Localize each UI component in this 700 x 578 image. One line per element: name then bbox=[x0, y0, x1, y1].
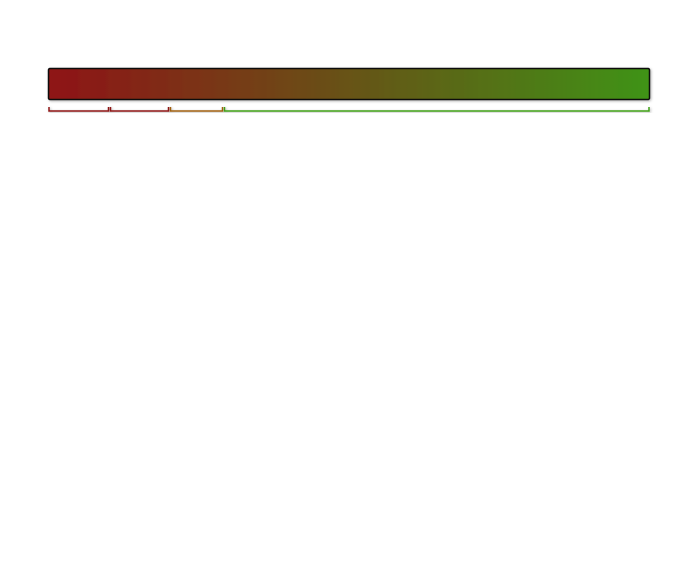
segment-bracket bbox=[48, 107, 110, 112]
segment-bracket bbox=[109, 107, 170, 112]
gradient-bar bbox=[47, 67, 651, 101]
segment-bracket bbox=[223, 107, 650, 112]
segment-bracket bbox=[169, 107, 224, 112]
